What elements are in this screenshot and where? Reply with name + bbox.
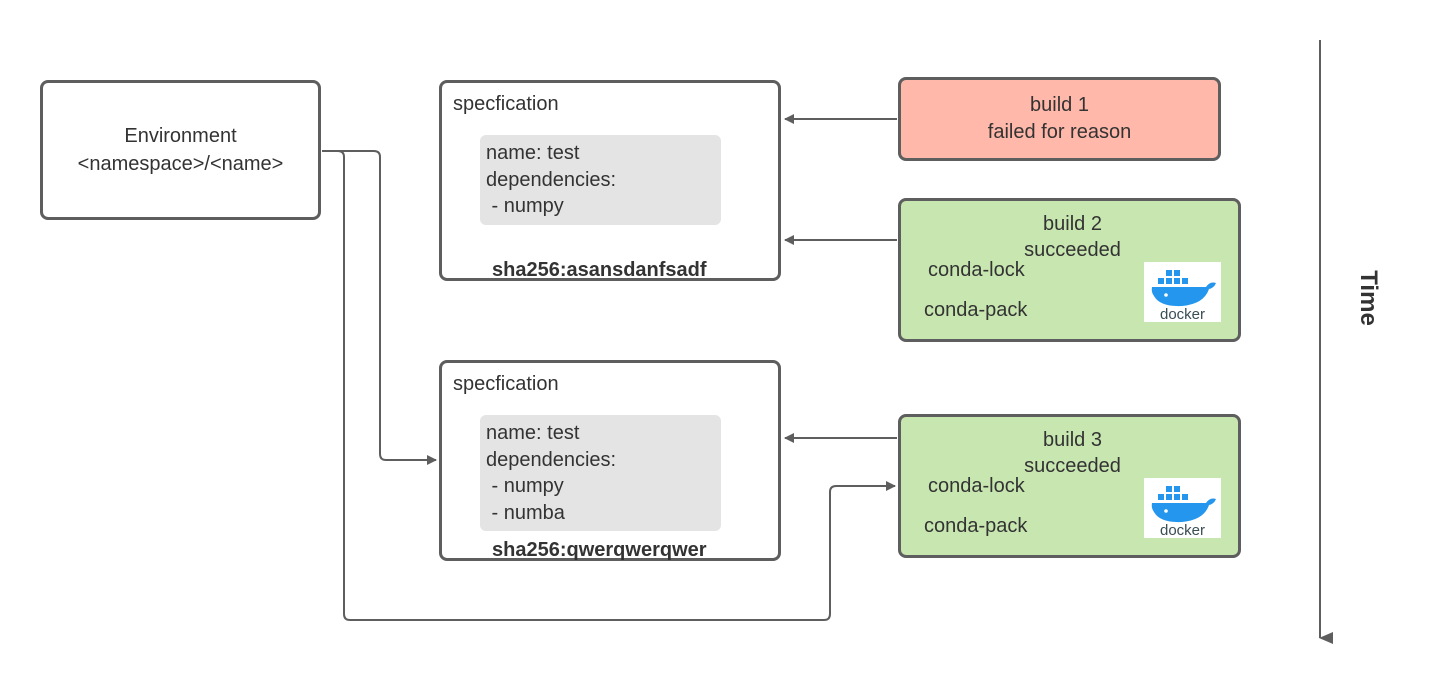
code-line: - numba — [486, 501, 565, 524]
code-line: name: test — [486, 142, 580, 164]
arrow-env-to-build3 — [322, 150, 896, 621]
specification-title: specfication — [453, 93, 559, 115]
build-status: failed for reason — [987, 121, 1132, 143]
build-box-3: build 3 succeeded conda-lock conda-pack … — [898, 414, 1241, 558]
build-title: build 3 — [1043, 429, 1102, 451]
specification-code-block: name: test dependencies: - numpy - numba — [480, 415, 721, 531]
specification-title: specfication — [453, 373, 559, 395]
build-box-2: build 2 succeeded conda-lock conda-pack … — [898, 198, 1241, 342]
specification-code-block: name: test dependencies: - numpy — [480, 135, 721, 225]
specification-box-2: specfication name: test dependencies: - … — [439, 360, 781, 561]
arrow-env-to-spec2 — [322, 150, 437, 465]
code-line: dependencies: — [486, 168, 617, 191]
artifact-conda-pack: conda-pack — [924, 299, 1028, 321]
build-status: succeeded — [1024, 455, 1121, 477]
specification-box-1: specfication name: test dependencies: - … — [439, 80, 781, 281]
environment-box: Environment <namespace>/<name> — [40, 80, 321, 220]
build-title: build 1 — [1030, 94, 1089, 116]
svg-text:docker: docker — [1160, 522, 1205, 538]
specification-sha: sha256:asansdanfsadf — [492, 259, 707, 281]
code-line: - numpy — [486, 195, 564, 217]
code-line: - numpy — [486, 475, 564, 497]
artifact-conda-lock: conda-lock — [928, 259, 1025, 281]
artifact-conda-lock: conda-lock — [928, 475, 1025, 497]
specification-sha: sha256:qwerqwerqwer — [492, 539, 707, 561]
code-line: dependencies: — [486, 448, 617, 471]
artifact-conda-pack: conda-pack — [924, 515, 1028, 537]
environment-title: Environment — [124, 125, 237, 147]
time-axis-label: Time — [1355, 270, 1382, 326]
svg-text:docker: docker — [1160, 306, 1205, 322]
code-line: name: test — [486, 422, 580, 444]
environment-subtitle: <namespace>/<name> — [77, 153, 284, 175]
docker-logo-icon: docker — [1144, 478, 1221, 539]
build-status: succeeded — [1024, 239, 1121, 261]
docker-logo-icon: docker — [1144, 262, 1221, 323]
build-box-1: build 1 failed for reason — [898, 77, 1221, 161]
build-title: build 2 — [1043, 213, 1102, 235]
